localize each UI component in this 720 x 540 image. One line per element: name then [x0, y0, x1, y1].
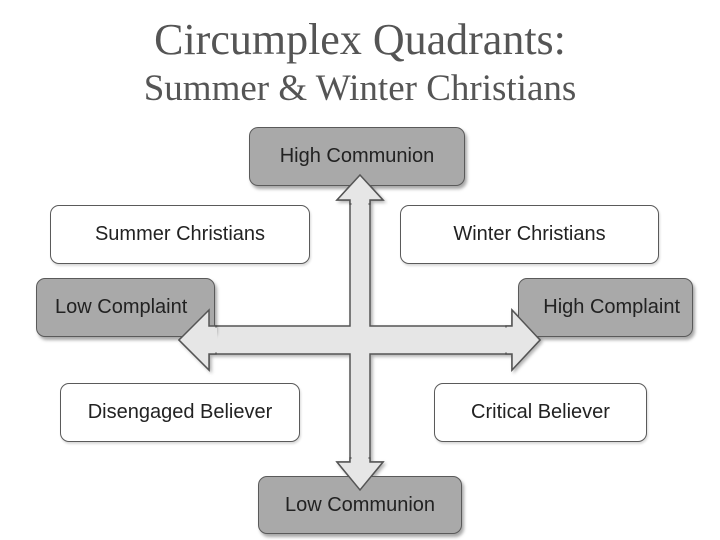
axis-box-low-complaint: Low Complaint — [36, 278, 215, 337]
axis-box-low-communion: Low Communion — [258, 476, 462, 534]
axis-label-high-communion: High Communion — [279, 145, 435, 167]
axis-label-low-communion: Low Communion — [284, 493, 436, 516]
quadrant-label-summer-christians: Summer Christians — [94, 223, 266, 245]
quadrant-box-winter-christians: Winter Christians — [400, 205, 659, 264]
slide-title-line-1: Circumplex Quadrants: — [154, 15, 566, 64]
quadrant-label-critical-believer: Critical Believer — [471, 401, 610, 423]
axis-box-high-communion: High Communion — [249, 127, 465, 186]
quadrant-box-critical-believer: Critical Believer — [434, 383, 647, 442]
arrow-head-left — [177, 308, 217, 372]
axis-label-high-complaint: High Complaint — [543, 296, 680, 318]
slide-title-line-2: Summer & Winter Christians — [143, 68, 577, 109]
axis-box-high-complaint: High Complaint — [518, 278, 693, 337]
arrow-head-right — [505, 308, 542, 372]
quadrant-label-disengaged-believer: Disengaged Believer — [87, 401, 273, 423]
axis-label-low-complaint: Low Complaint — [55, 296, 188, 318]
quadrant-box-summer-christians: Summer Christians — [50, 205, 310, 264]
arrow-head-bottom — [335, 457, 385, 492]
quadrant-label-winter-christians: Winter Christians — [453, 223, 606, 245]
quadrant-box-disengaged-believer: Disengaged Believer — [60, 383, 300, 442]
